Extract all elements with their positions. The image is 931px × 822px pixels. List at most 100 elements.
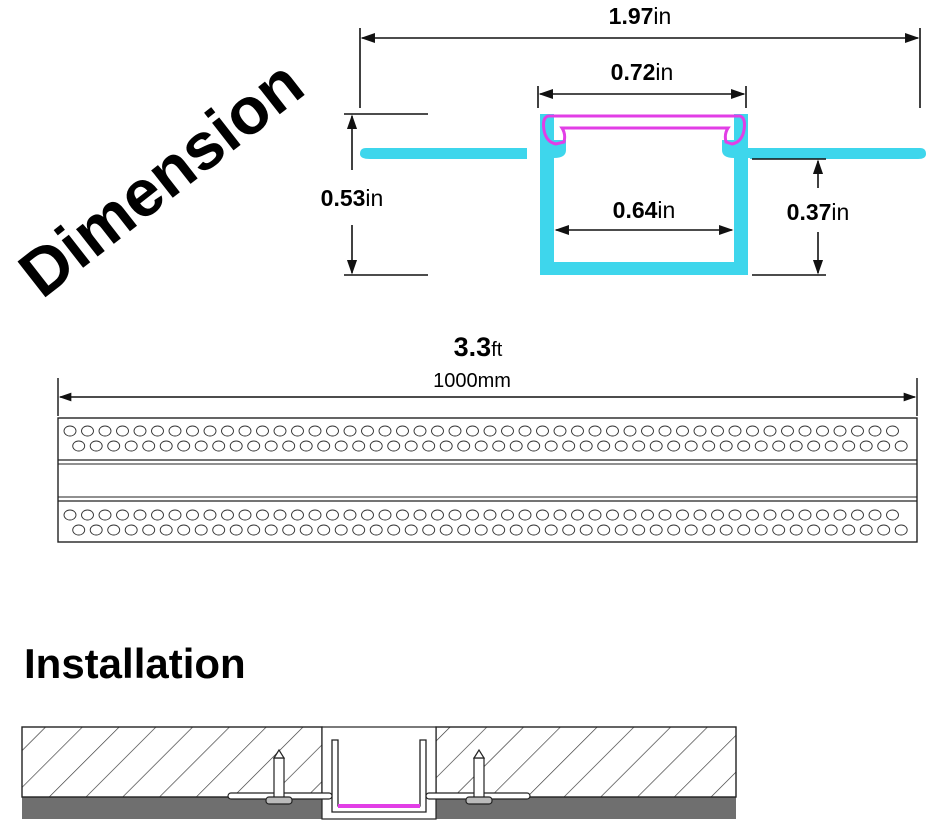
perforation-hole <box>781 509 794 521</box>
perforation-hole <box>361 509 374 521</box>
perforation-hole <box>352 440 366 452</box>
perforation-hole <box>798 509 812 521</box>
perforation-hole <box>536 509 549 521</box>
perforation-hole <box>378 425 392 437</box>
perforation-hole <box>422 524 436 536</box>
perforation-hole <box>221 509 234 521</box>
installation-channel <box>331 739 427 813</box>
perforation-hole <box>684 440 698 452</box>
perforation-hole <box>413 425 427 437</box>
perforation-hole <box>457 524 471 536</box>
perforation-hole <box>816 509 829 521</box>
plan-outline <box>57 417 918 543</box>
perforation-hole <box>632 524 646 536</box>
perforation-hole <box>466 425 479 437</box>
perforation-hole <box>527 440 541 452</box>
perforation-hole <box>606 425 619 437</box>
perforation-hole <box>282 440 296 452</box>
perforation-hole <box>859 524 873 536</box>
perforation-hole <box>597 440 611 452</box>
perforation-hole <box>334 524 348 536</box>
overall-width-label: 1.97in <box>609 3 672 29</box>
perforation-hole <box>334 440 348 452</box>
perforation-hole <box>474 524 488 536</box>
perforation-hole <box>676 425 689 437</box>
perforation-hole <box>439 524 453 536</box>
perforation-hole <box>641 425 654 437</box>
perforation-hole <box>212 440 226 452</box>
perforation-hole <box>737 524 751 536</box>
perforation-hole <box>579 524 593 536</box>
perforation-hole <box>89 524 103 536</box>
perforation-hole <box>186 425 199 437</box>
perforation-hole <box>702 440 716 452</box>
perforation-hole <box>308 425 322 437</box>
perforation-hole <box>641 509 654 521</box>
perforation-hole <box>133 509 147 521</box>
perforation-hole <box>229 524 243 536</box>
perforation-hole <box>124 524 138 536</box>
perforation-hole <box>868 509 882 521</box>
perforation-hole <box>536 425 549 437</box>
perforation-hole <box>798 425 812 437</box>
perforation-hole <box>614 524 628 536</box>
perforation-hole <box>562 440 576 452</box>
perforation-hole <box>159 524 173 536</box>
perforation-hole <box>894 440 908 452</box>
perforation-hole <box>396 425 409 437</box>
perforation-hole <box>789 524 803 536</box>
perforation-hole <box>256 509 269 521</box>
perforation-hole <box>98 425 112 437</box>
perforation-hole <box>877 440 891 452</box>
perforation-hole <box>711 509 724 521</box>
perforation-hole <box>343 509 357 521</box>
perforation-hole <box>693 425 707 437</box>
perforation-hole <box>299 524 313 536</box>
perforation-hole <box>81 509 94 521</box>
perforation-hole <box>667 524 681 536</box>
perforation-hole <box>632 440 646 452</box>
perforation-hole <box>719 524 733 536</box>
perforation-hole <box>807 440 821 452</box>
perforation-hole <box>693 509 707 521</box>
perforation-hole <box>439 440 453 452</box>
perforation-hole <box>63 425 77 437</box>
perforation-hole <box>877 524 891 536</box>
perforation-hole <box>719 440 733 452</box>
perforation-hole <box>658 509 672 521</box>
profile-left-flange <box>360 148 527 159</box>
perforation-hole <box>886 425 899 437</box>
perforation-hole <box>676 509 689 521</box>
perforation-hole <box>317 440 331 452</box>
screw-right <box>465 748 493 805</box>
perforation-hole <box>842 524 856 536</box>
perforation-hole <box>579 440 593 452</box>
perforation-hole <box>859 440 873 452</box>
perforation-hole <box>151 509 164 521</box>
perforation-hole <box>614 440 628 452</box>
total-height-label: 0.53in <box>321 185 384 211</box>
perforation-hole <box>544 440 558 452</box>
perforation-hole <box>851 509 864 521</box>
perforation-hole <box>658 425 672 437</box>
perforation-hole <box>711 425 724 437</box>
perforation-hole <box>238 425 252 437</box>
perforation-hole <box>203 425 217 437</box>
top-opening-label: 0.72in <box>611 59 674 85</box>
perforation-hole <box>562 524 576 536</box>
perforation-hole <box>291 425 304 437</box>
perforation-hole <box>597 524 611 536</box>
profile-plan-view <box>57 417 918 543</box>
perforation-hole <box>291 509 304 521</box>
perforation-hole <box>369 524 383 536</box>
profile-cross-section <box>360 114 926 275</box>
perforation-hole <box>746 509 759 521</box>
perforation-hole <box>518 509 532 521</box>
perforation-hole <box>308 509 322 521</box>
perforation-hole <box>194 524 208 536</box>
perforation-hole <box>413 509 427 521</box>
perforation-hole <box>728 425 742 437</box>
perforation-hole <box>264 440 278 452</box>
perforation-hole <box>264 524 278 536</box>
perforation-hole <box>124 440 138 452</box>
